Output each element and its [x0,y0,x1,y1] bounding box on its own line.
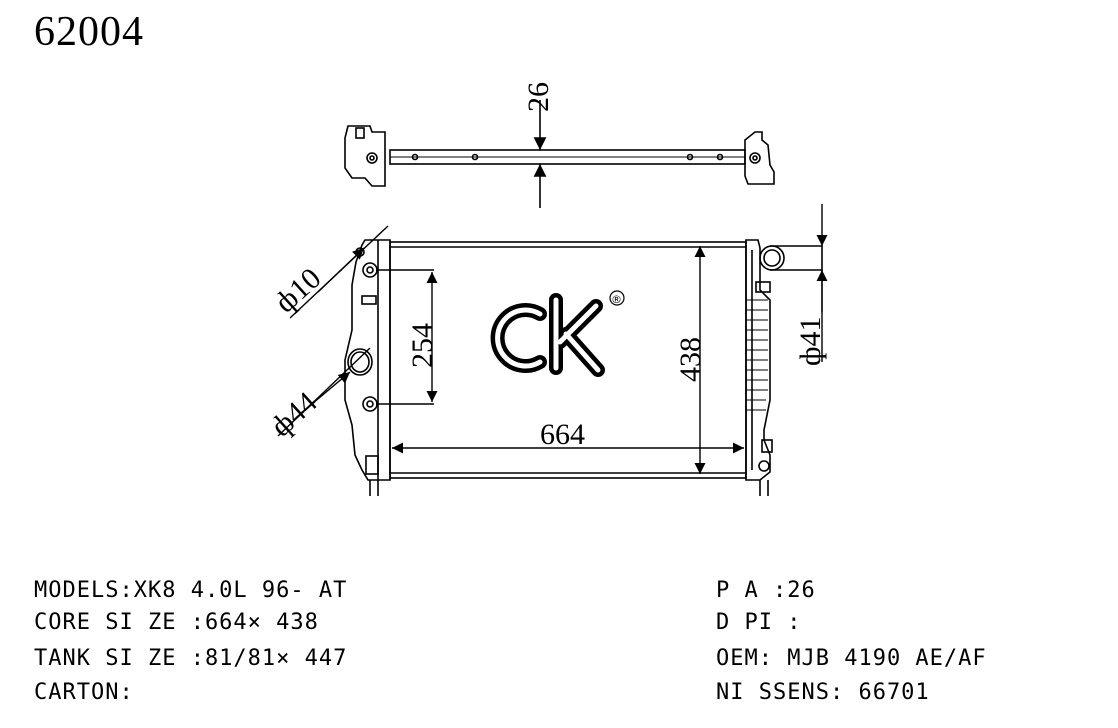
inlet-pipe [347,348,373,376]
dim-core-width: 664 [540,418,585,451]
spec-nissens: NI SSENS: 66701 [716,680,930,705]
brand-logo [490,290,625,377]
spec-models: MODELS:XK8 4.0L 96- AT [34,578,348,603]
dim-hole-large: ф44 [265,386,324,444]
dim-mount-spacing: 254 [406,323,439,368]
dimension-lines [277,204,828,474]
spec-tank-size: TANK SI ZE :81/81× 447 [34,646,348,671]
mount-top [362,262,378,278]
outlet-pipe [770,245,823,271]
spec-dpi: D PI : [716,610,802,635]
spec-core-size: CORE SI ZE :664× 438 [34,610,319,635]
dim-outlet: ф41 [794,317,827,366]
spec-oem: OEM: MJB 4190 AE/AF [716,646,987,671]
spec-pa: P A :26 [716,578,816,603]
dim-core-height: 438 [674,337,707,382]
spec-carton: CARTON: [34,680,134,705]
left-tank [344,239,391,481]
dim-thickness: 26 [522,82,555,112]
mount-bottom [362,396,378,412]
part-number: 62004 [34,9,144,55]
top-view [344,100,775,208]
registered-mark: ® [611,293,622,306]
dim-hole-small: ф10 [269,262,328,320]
